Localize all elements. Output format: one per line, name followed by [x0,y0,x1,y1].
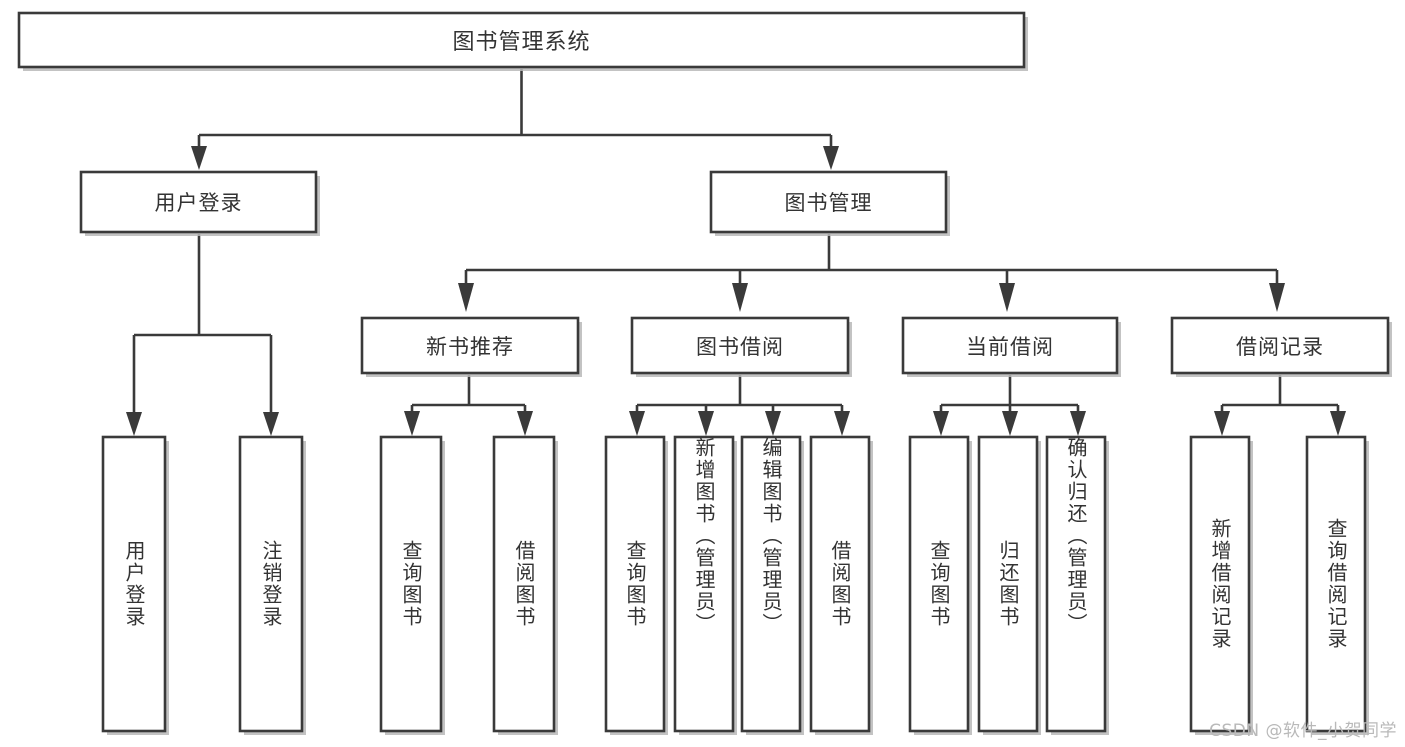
arrow-head-book-manage [823,146,839,170]
node-layer [17,11,1392,735]
node-leaf-query-book-2-box[interactable] [604,435,666,733]
node-leaf-logout-login-box[interactable] [238,435,304,733]
node-borrow-record-box[interactable] [1170,316,1390,375]
node-current-borrow-box[interactable] [901,316,1119,375]
node-leaf-query-record-box[interactable] [1305,435,1367,733]
node-root-box[interactable] [17,11,1026,69]
node-book-borrow-box[interactable] [630,316,850,375]
arrow-head-leaf-confirm-return [1070,411,1086,436]
node-leaf-query-book-3-box[interactable] [908,435,970,733]
csdn-watermark: CSDN @软件_小贺同学 [1209,721,1397,741]
arrow-head-leaf-borrow-book-2 [834,411,850,436]
node-leaf-borrow-book-1-box[interactable] [492,435,556,733]
arrow-head-leaf-logout-login [263,412,279,436]
arrow-head-leaf-return-book [1002,411,1018,436]
arrow-head-new-book-recommend [458,283,474,312]
arrow-head-book-borrow [732,283,748,312]
arrow-head-leaf-add-book [698,411,714,436]
node-leaf-borrow-book-2-box[interactable] [809,435,871,733]
node-leaf-add-record-box[interactable] [1189,435,1251,733]
node-book-manage-box[interactable] [709,170,948,234]
arrow-head-leaf-edit-book [765,411,781,436]
arrow-head-leaf-query-book-3 [933,411,949,436]
node-leaf-query-book-1-box[interactable] [379,435,443,733]
node-leaf-confirm-return-box[interactable] [1045,435,1107,733]
arrow-head-leaf-query-record [1330,411,1346,436]
node-leaf-user-login-box[interactable] [101,435,167,733]
arrow-head-leaf-add-record [1214,411,1230,436]
node-new-book-recommend-box[interactable] [360,316,580,375]
arrow-head-leaf-user-login [126,412,142,436]
arrow-head-current-borrow [999,283,1015,312]
arrow-head-user-login [191,146,207,170]
node-leaf-add-book-box[interactable] [673,435,735,733]
node-user-login-box[interactable] [79,170,318,234]
arrow-head-leaf-query-book-2 [629,411,645,436]
node-leaf-return-book-box[interactable] [977,435,1039,733]
arrow-head-leaf-query-book-1 [404,411,420,436]
node-leaf-edit-book-box[interactable] [740,435,802,733]
arrow-head-borrow-record [1269,283,1285,312]
arrow-head-leaf-borrow-book-1 [517,411,533,436]
connector-layer [126,69,1346,436]
